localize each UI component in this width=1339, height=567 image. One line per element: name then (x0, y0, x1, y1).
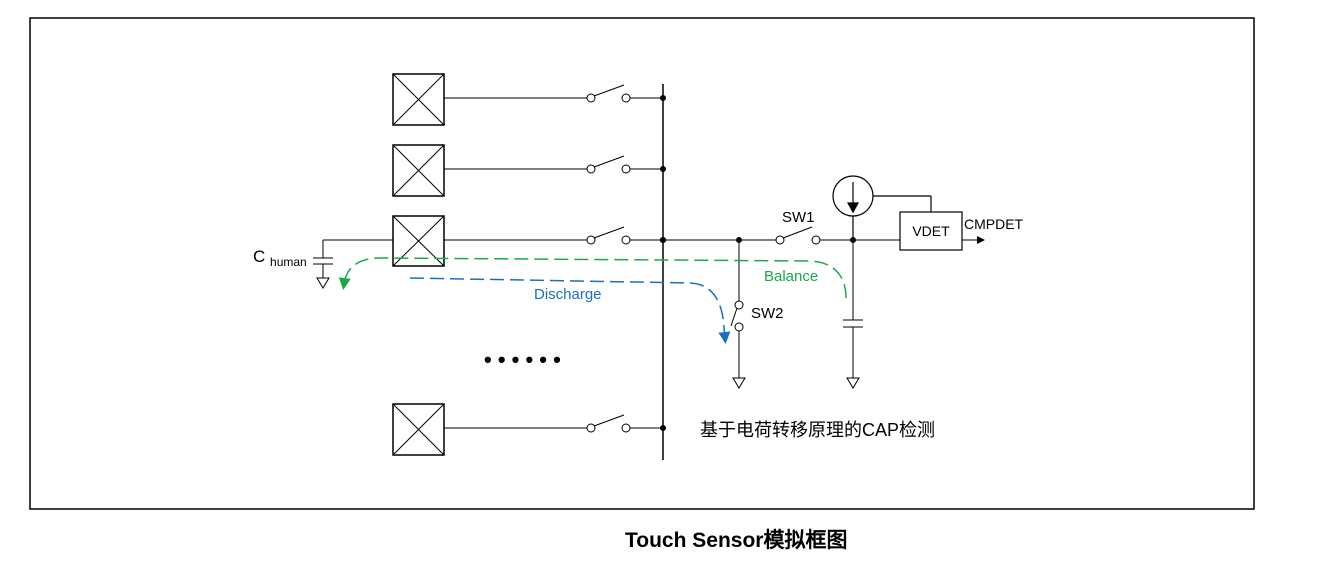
human-ground-icon (316, 277, 330, 289)
c-human-subscript: human (270, 255, 307, 269)
touch-pad-2 (392, 144, 445, 197)
sw2-ground-icon (732, 377, 746, 389)
channel-switch-3 (444, 226, 666, 245)
c-human-label: C human (253, 247, 307, 269)
capacitor-ground-icon (846, 377, 860, 389)
channel-switch-1 (444, 84, 666, 103)
main-wire (660, 237, 776, 243)
channel-switch-2 (444, 155, 666, 174)
c-human-main: C (253, 247, 265, 266)
sw2-label: SW2 (751, 305, 784, 322)
figure-caption: Touch Sensor模拟框图 (625, 528, 847, 552)
channel-switch-4 (444, 414, 666, 433)
balance-label: Balance (764, 268, 818, 285)
touch-pad-1 (392, 73, 445, 126)
discharge-label: Discharge (534, 286, 602, 303)
sw2-switch (730, 240, 744, 378)
vdet-box (899, 211, 963, 251)
ellipsis-dots: • • • • • • (484, 347, 561, 372)
principle-label: 基于电荷转移原理的CAP检测 (700, 420, 935, 440)
discharge-path (409, 277, 731, 344)
touch-pad-4 (392, 403, 445, 456)
balance-path (338, 257, 847, 299)
sw1-switch (775, 226, 856, 245)
balance-capacitor (843, 240, 863, 378)
human-capacitor (313, 239, 393, 278)
sw1-label: SW1 (782, 209, 815, 226)
cmpdet-label: CMPDET (964, 216, 1024, 232)
current-source-icon (832, 175, 932, 240)
vdet-label: VDET (912, 223, 950, 239)
diagram-frame (29, 17, 1255, 510)
